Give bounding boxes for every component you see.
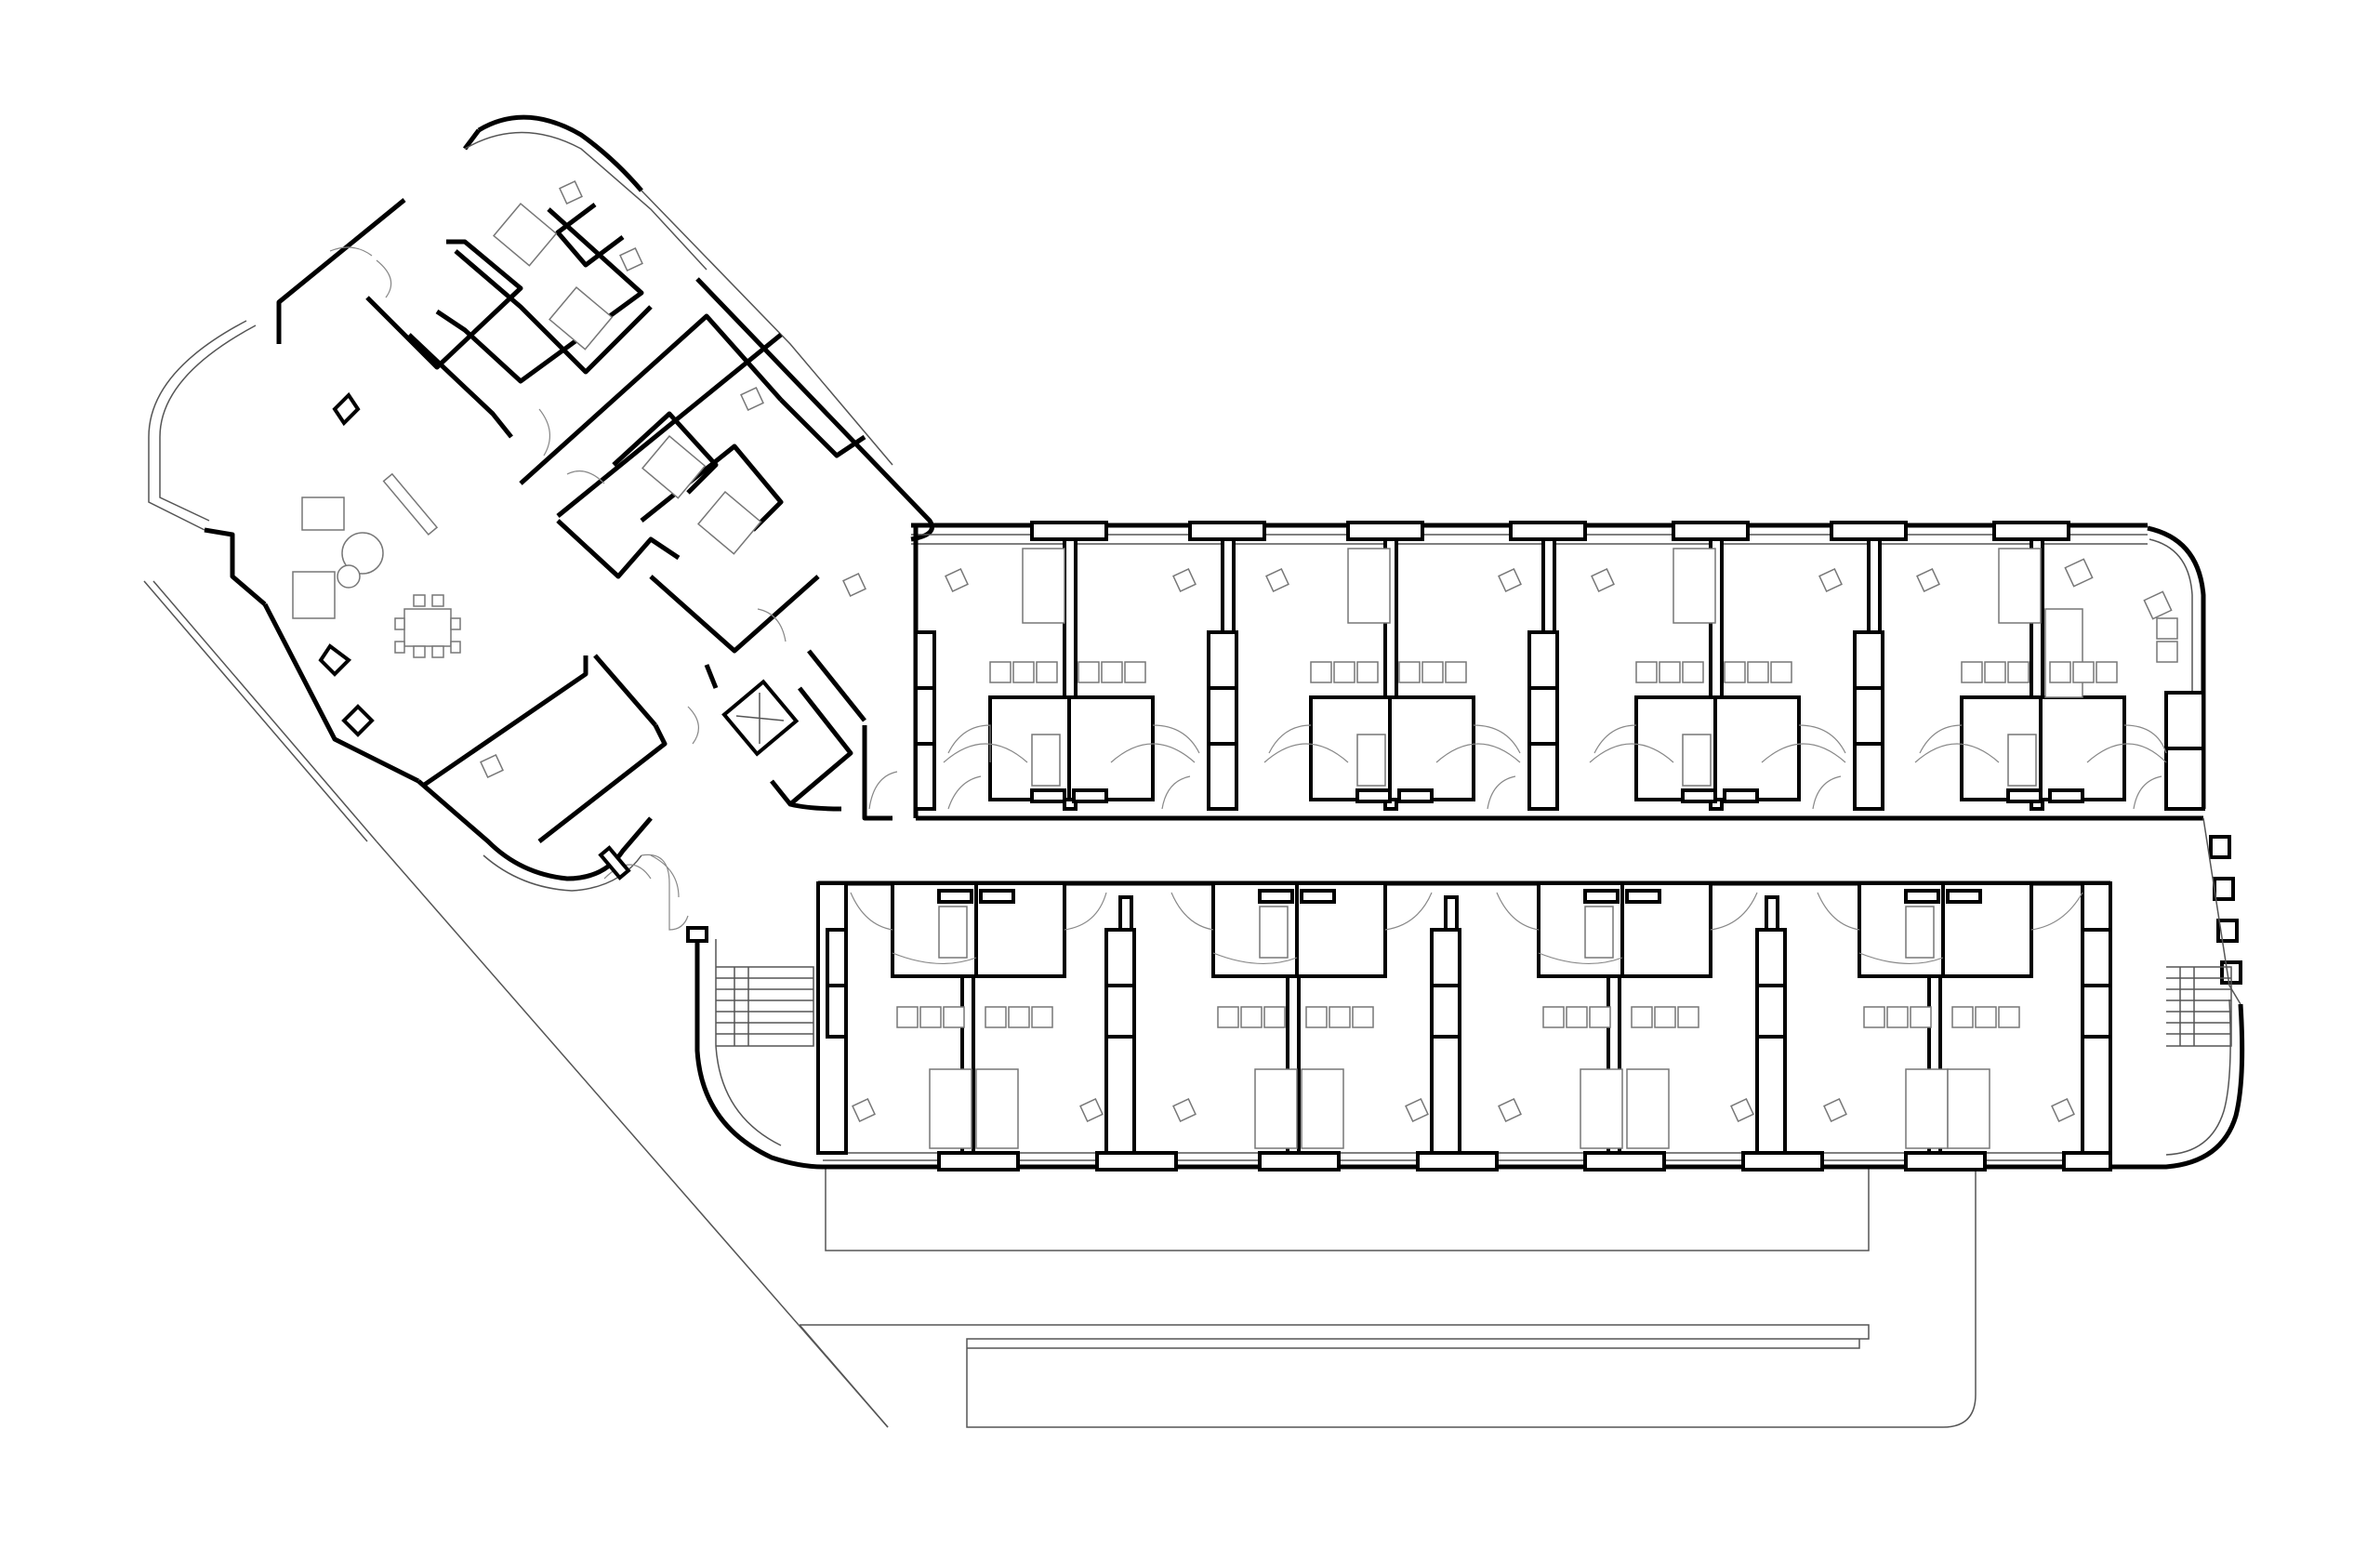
west-stair [716,966,814,1047]
lower-wing [686,880,2245,1172]
site-lines [143,580,1977,1428]
upper-door-swings [868,724,2167,810]
elevator-core [721,649,866,807]
lower-furniture [852,906,2075,1149]
east-stair [2166,966,2232,1047]
upper-bath-pods [988,695,2126,803]
lower-door-swings [850,892,2083,964]
upper-furniture [945,548,2178,787]
upper-room-door-arches [943,743,2167,763]
lower-separators [816,881,2112,1155]
entrance-doors [598,845,689,931]
upper-wing [789,521,2206,821]
northwest-wing [148,114,934,898]
corridor-east-end [2202,817,2242,1005]
lower-bath-pods [891,881,2033,978]
